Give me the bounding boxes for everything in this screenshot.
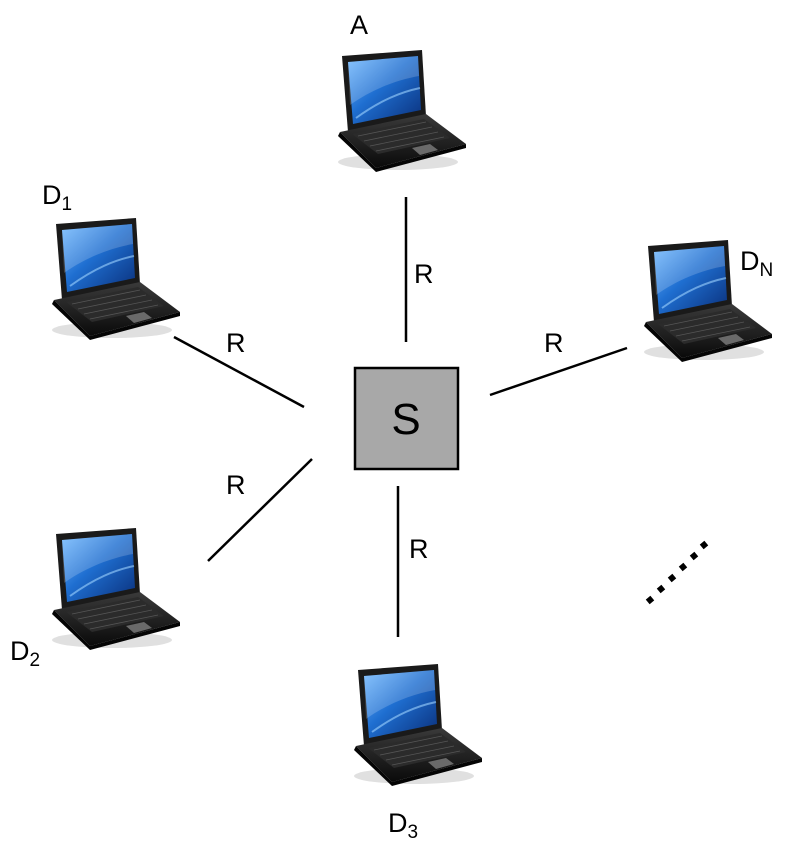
link-label-d3: R: [409, 534, 429, 564]
switch-box: [353, 366, 460, 471]
laptop-icon-d2: [51, 527, 181, 651]
node-label-d2: D2: [10, 636, 40, 671]
switch-node: S: [353, 366, 460, 471]
laptop-icon-a: [337, 49, 467, 173]
node-label-d1: D1: [42, 180, 72, 215]
link-label-d2: R: [226, 470, 246, 500]
link-label-d1: R: [226, 328, 246, 358]
node-label-a: A: [350, 10, 368, 40]
node-label-dn: DN: [740, 246, 773, 281]
node-label-d3: D3: [388, 808, 418, 843]
link-d1: [173, 335, 305, 409]
continuation-dots: [645, 540, 709, 605]
laptop-icon-d3: [353, 663, 483, 787]
laptop-icon-d1: [51, 217, 181, 341]
link-d2: [207, 458, 313, 562]
link-label-dn: R: [544, 328, 564, 358]
link-dn: [489, 346, 628, 397]
switch-label: S: [391, 395, 420, 444]
link-label-a: R: [414, 259, 434, 289]
